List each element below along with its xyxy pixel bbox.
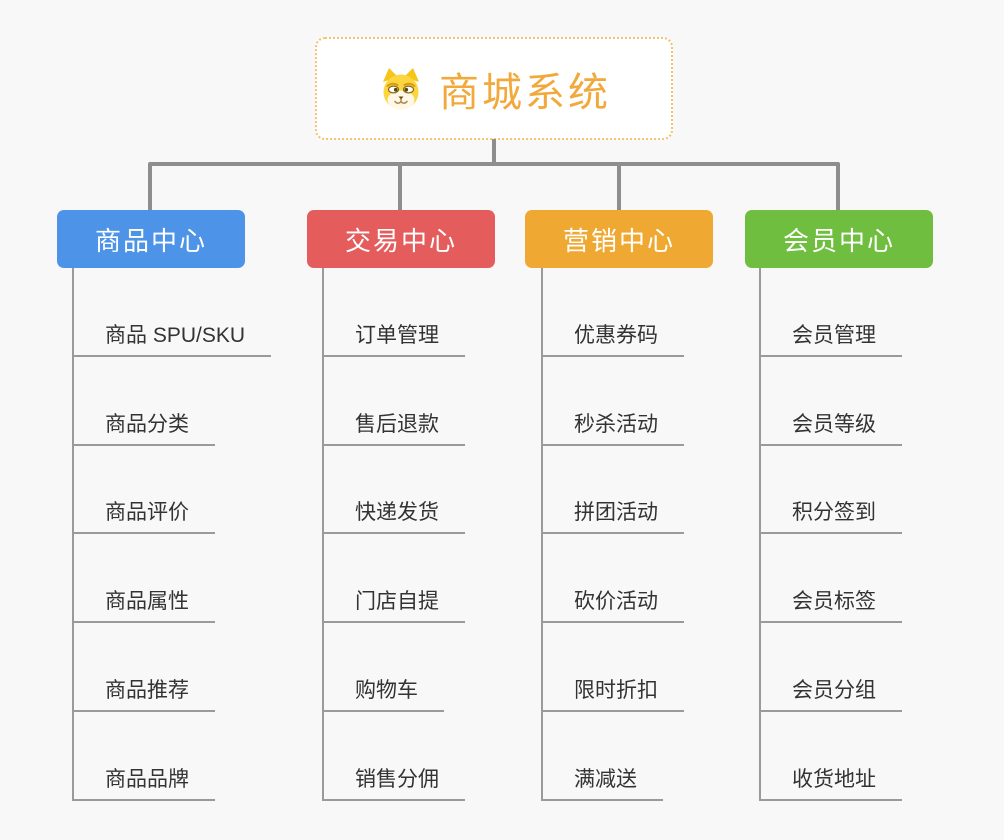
child-node-label[interactable]: 限时折扣 (541, 674, 684, 712)
children-column-member-center: 会员管理 会员等级 积分签到 会员标签 会员分组 收货地址 (759, 268, 902, 801)
dog-face-icon (377, 65, 425, 113)
root-node-title: 商城系统 (439, 70, 611, 115)
child-node-label[interactable]: 会员管理 (759, 319, 902, 357)
child-node: 收货地址 (759, 712, 902, 801)
child-node-label[interactable]: 拼团活动 (541, 496, 684, 535)
children-column-marketing-center: 优惠券码 秒杀活动 拼团活动 砍价活动 限时折扣 满减送 (541, 268, 684, 801)
child-node-label[interactable]: 售后退款 (322, 408, 465, 446)
branch-node-trade-center[interactable]: 交易中心 (307, 210, 495, 268)
branch-label: 交易中心 (344, 225, 457, 256)
connector-drop-trade (398, 164, 402, 212)
child-node: 商品属性 (72, 534, 271, 624)
child-node-label[interactable]: 秒杀活动 (541, 408, 684, 446)
child-node: 售后退款 (322, 357, 465, 446)
child-node: 商品 SPU/SKU (72, 268, 272, 357)
child-node-label[interactable]: 会员标签 (759, 585, 902, 624)
child-node-label[interactable]: 会员分组 (759, 674, 902, 712)
branch-label: 商品中心 (94, 225, 207, 256)
branch-label: 营销中心 (562, 225, 675, 256)
connector-horizontal (148, 162, 840, 166)
child-node: 限时折扣 (541, 623, 684, 712)
branch-node-member-center[interactable]: 会员中心 (745, 210, 933, 268)
child-node: 会员分组 (759, 623, 902, 712)
child-node: 销售分佣 (322, 712, 465, 801)
child-node-label[interactable]: 门店自提 (322, 585, 465, 624)
branch-node-product-center[interactable]: 商品中心 (57, 210, 245, 268)
child-node: 商品评价 (72, 446, 271, 535)
child-node: 商品推荐 (72, 623, 271, 712)
child-node-label[interactable]: 商品推荐 (72, 674, 215, 712)
child-node-label[interactable]: 积分签到 (759, 496, 902, 535)
child-node: 门店自提 (322, 534, 465, 624)
child-node: 会员管理 (759, 268, 902, 357)
connector-drop-product (148, 164, 152, 212)
child-node-label[interactable]: 砍价活动 (541, 585, 684, 624)
child-node-label[interactable]: 收货地址 (759, 763, 902, 801)
connector-drop-member (836, 164, 840, 212)
branch-node-marketing-center[interactable]: 营销中心 (525, 210, 713, 268)
child-node: 快递发货 (322, 446, 465, 535)
child-node-label[interactable]: 满减送 (541, 763, 663, 801)
children-column-product-center: 商品 SPU/SKU 商品分类 商品评价 商品属性 商品推荐 商品品牌 (72, 268, 272, 801)
child-node-label[interactable]: 商品属性 (72, 585, 215, 624)
root-node-mall-system[interactable]: 商城系统 (315, 37, 673, 140)
child-node: 商品品牌 (72, 712, 271, 801)
connector-root-stub (492, 139, 496, 164)
child-node: 拼团活动 (541, 446, 684, 535)
child-node-label[interactable]: 快递发货 (322, 496, 465, 535)
branch-label: 会员中心 (782, 225, 895, 256)
child-node: 订单管理 (322, 268, 465, 357)
child-node: 砍价活动 (541, 534, 684, 624)
child-node-label[interactable]: 购物车 (322, 674, 444, 712)
child-node: 满减送 (541, 712, 684, 801)
child-node: 商品分类 (72, 357, 271, 446)
child-node: 秒杀活动 (541, 357, 684, 446)
connector-drop-marketing (617, 164, 621, 212)
children-column-trade-center: 订单管理 售后退款 快递发货 门店自提 购物车 销售分佣 (322, 268, 465, 801)
child-node-label[interactable]: 销售分佣 (322, 763, 465, 801)
child-node: 优惠券码 (541, 268, 684, 357)
child-node-label[interactable]: 商品评价 (72, 496, 215, 535)
child-node-label[interactable]: 商品品牌 (72, 763, 215, 801)
child-node-label[interactable]: 商品 SPU/SKU (72, 319, 272, 357)
child-node-label[interactable]: 订单管理 (322, 319, 465, 357)
child-node-label[interactable]: 优惠券码 (541, 319, 684, 357)
child-node-label[interactable]: 商品分类 (72, 408, 215, 446)
child-node: 会员标签 (759, 534, 902, 624)
child-node: 购物车 (322, 623, 465, 712)
child-node: 会员等级 (759, 357, 902, 446)
child-node: 积分签到 (759, 446, 902, 535)
child-node-label[interactable]: 会员等级 (759, 408, 902, 446)
